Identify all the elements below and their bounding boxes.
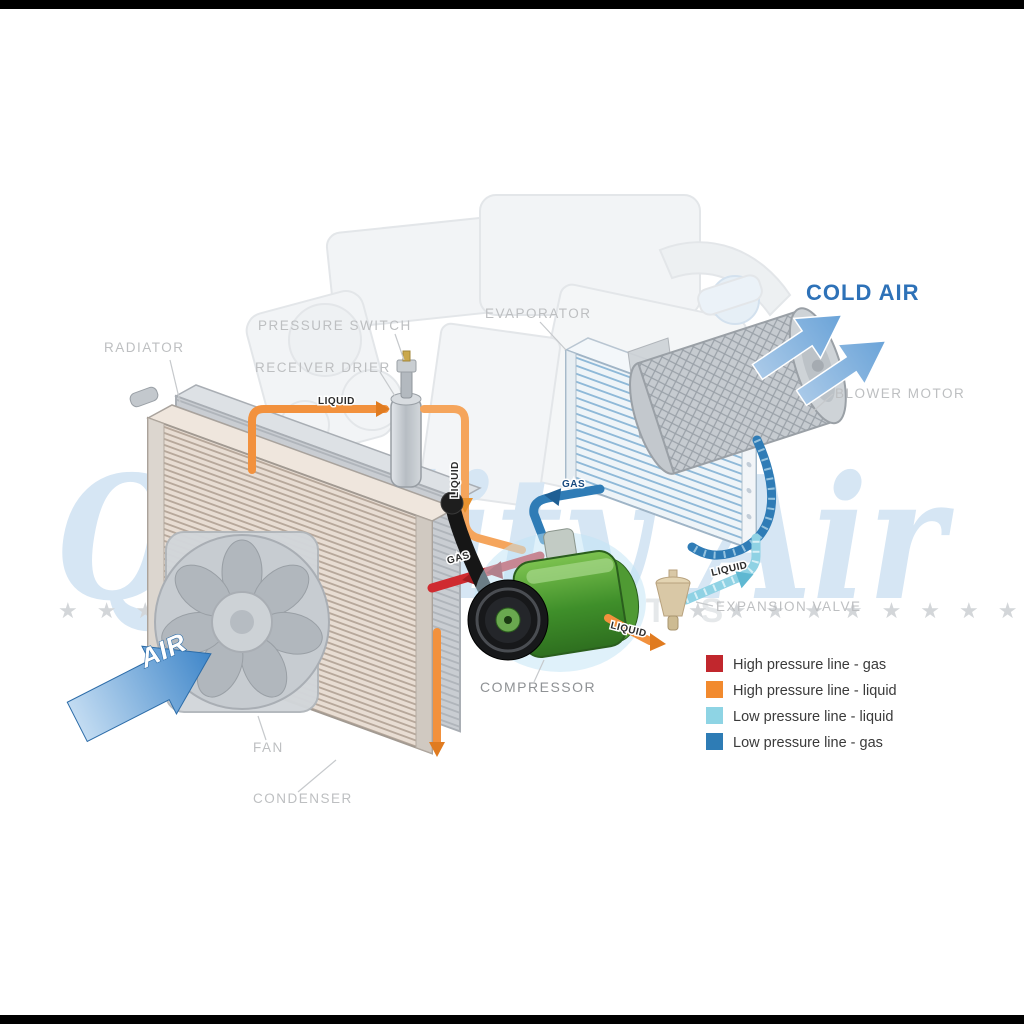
label-blower-motor: BLOWER MOTOR: [835, 386, 965, 401]
legend-swatch-hp-liquid: [706, 681, 723, 698]
expansion-valve: [655, 569, 691, 631]
label-receiver-drier: RECEIVER DRIER: [255, 360, 391, 375]
legend-label-lp-liquid: Low pressure line - liquid: [733, 709, 893, 725]
legend-item-hp-liquid: High pressure line - liquid: [706, 681, 897, 699]
label-evaporator: EVAPORATOR: [485, 306, 592, 321]
legend-item-hp-gas: High pressure line - gas: [706, 655, 886, 673]
pressure-switch: [396, 350, 417, 399]
label-pressure-switch: PRESSURE SWITCH: [258, 318, 412, 333]
legend-item-lp-gas: Low pressure line - gas: [706, 733, 883, 751]
arrow-liquid-to-drier: [376, 401, 390, 417]
receiver-drier: [390, 392, 422, 488]
label-condenser: CONDENSER: [253, 791, 353, 806]
pipe-high-pressure-liquid-to-valve: [604, 614, 654, 645]
legend-swatch-hp-gas: [706, 655, 723, 672]
pipe-label-liquid-to-drier: LIQUID: [318, 396, 355, 407]
watermark-stars-right: ★ ★ ★ ★ ★ ★ ★ ★ ★: [688, 599, 1023, 624]
pipe-low-pressure-liquid: [681, 533, 761, 605]
legend-label-hp-liquid: High pressure line - liquid: [733, 683, 897, 699]
label-cold-air: COLD AIR: [806, 280, 920, 305]
legend-swatch-lp-gas: [706, 733, 723, 750]
pipe-low-pressure-gas: [529, 435, 777, 560]
cold-air-arrows: [751, 314, 888, 407]
compressor: [467, 528, 646, 672]
label-expansion-valve: EXPANSION VALVE: [716, 599, 862, 614]
label-fan: FAN: [253, 740, 284, 755]
legend-label-lp-gas: Low pressure line - gas: [733, 735, 883, 751]
arrow-liquid-down-condenser: [429, 742, 445, 757]
arrow-liquid-to-valve: [650, 633, 666, 651]
pipe-high-pressure-liquid-down: [420, 405, 526, 554]
legend-item-lp-liquid: Low pressure line - liquid: [706, 707, 893, 725]
air-arrow: AIR: [66, 626, 212, 743]
legend-label-hp-gas: High pressure line - gas: [733, 657, 886, 673]
belt-pulley: [440, 491, 464, 515]
top-letterbox-bar: [0, 0, 1024, 9]
label-compressor: COMPRESSOR: [480, 679, 596, 695]
legend-swatch-lp-liquid: [706, 707, 723, 724]
pipe-high-pressure-liquid-to-drier: [248, 405, 389, 474]
fan-blades: [161, 539, 323, 698]
leader-lines: [169, 321, 834, 793]
legend: High pressure line - gas High pressure l…: [706, 655, 897, 751]
pipe-label-gas-to-compressor: GAS: [562, 479, 585, 490]
label-radiator: RADIATOR: [104, 340, 185, 355]
bottom-letterbox-bar: [0, 1015, 1024, 1024]
pipe-label-liquid-down: LIQUID: [450, 461, 461, 498]
